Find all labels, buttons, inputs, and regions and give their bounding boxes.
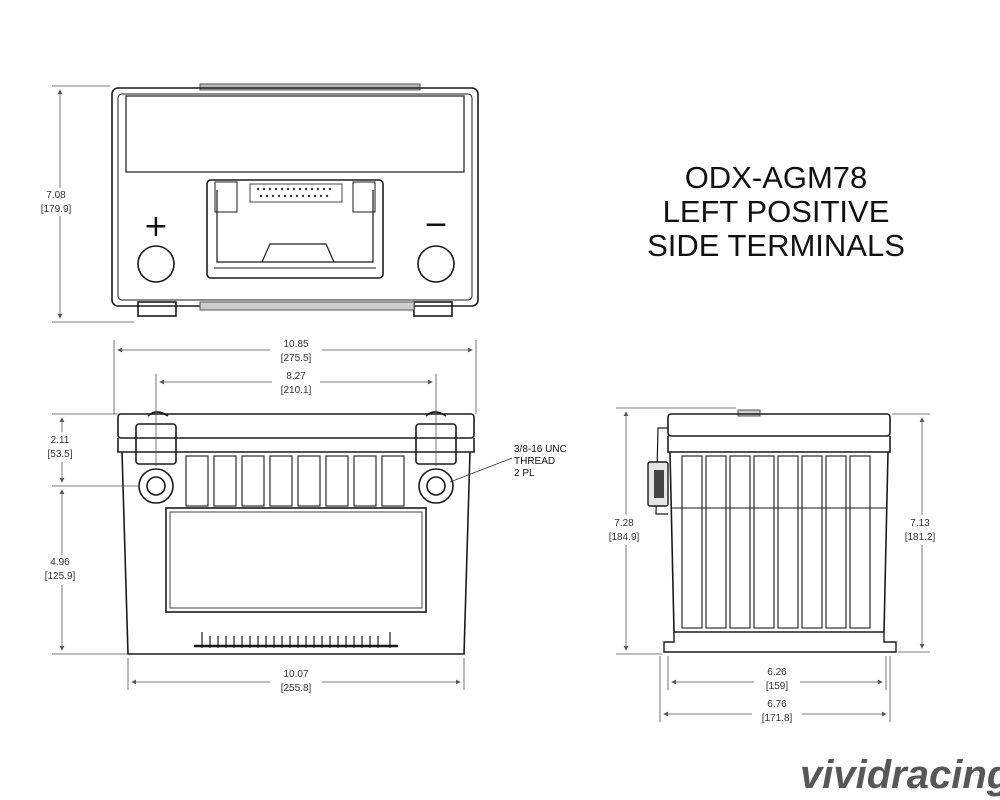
thread-note-line-3: 2 PL (514, 468, 535, 479)
dim-terminal-from-bottom-in: 4.96 (50, 557, 70, 568)
vividracing-logo: vividracing (800, 753, 1000, 797)
dim-base-length-mm: [255.8] (281, 683, 312, 694)
logo-text: vividracing (800, 753, 1000, 797)
thread-note-line-1: 3/8-16 UNC (514, 444, 567, 455)
dim-terminal-from-top-in: 2.11 (51, 435, 70, 446)
dim-side-height (616, 407, 930, 655)
dim-overall-length-mm: [275.5] (281, 353, 312, 364)
front-view (117, 411, 475, 655)
dim-overall-height-top-mm: [179.9] (41, 204, 72, 215)
subtitle-line-1: LEFT POSITIVE (663, 194, 890, 229)
vent-dots (256, 187, 332, 198)
positive-symbol: + (143, 209, 168, 244)
negative-symbol: − (423, 207, 448, 242)
dim-terminal-from-top-mm: [53.5] (47, 449, 72, 460)
top-view (111, 83, 479, 317)
dim-overall-length-in: 10.85 (283, 339, 308, 350)
dim-side-height-right-in: 7.13 (910, 518, 930, 529)
dim-overall-height-top-in: 7.08 (46, 190, 66, 201)
dim-side-overall-width-mm: [171.8] (762, 713, 793, 724)
dim-side-overall-width-in: 6.76 (767, 699, 787, 710)
side-view (647, 409, 897, 653)
thread-note-line-2: THREAD (514, 456, 555, 467)
dim-side-height-left-in: 7.28 (614, 518, 634, 529)
dim-side-height-right-mm: [181.2] (905, 532, 936, 543)
dim-terminal-from-bottom-mm: [125.9] (45, 571, 76, 582)
dim-terminal-spacing-in: 8.27 (286, 371, 306, 382)
subtitle-line-2: SIDE TERMINALS (647, 228, 905, 263)
thread-leader (449, 457, 513, 483)
dim-side-base-width-mm: [159] (766, 681, 788, 692)
dim-terminal-spacing-mm: [210.1] (281, 385, 312, 396)
dim-base-length-in: 10.07 (283, 669, 308, 680)
dim-side-height-left-mm: [184.9] (609, 532, 640, 543)
model-title: ODX-AGM78 (685, 160, 868, 195)
dim-side-base-width-in: 6.26 (767, 667, 787, 678)
